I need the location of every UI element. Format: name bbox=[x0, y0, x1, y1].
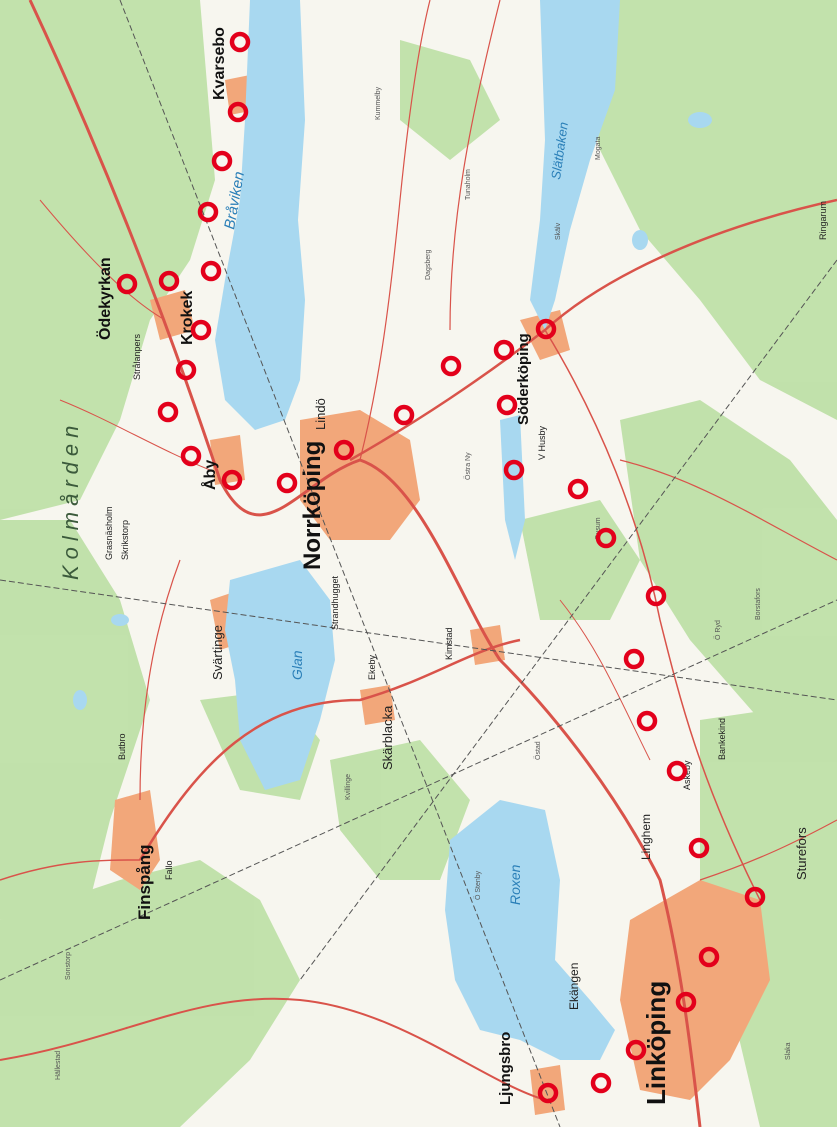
route-marker[interactable] bbox=[175, 359, 197, 381]
place-label-ljungsbro: Ljungsbro bbox=[497, 1032, 514, 1105]
town-label-skrikstorp: Skrikstorp bbox=[120, 520, 130, 560]
place-label-finspang: Finspång bbox=[135, 844, 154, 920]
route-marker[interactable] bbox=[625, 1039, 647, 1061]
town-label-svartinge: Svärtinge bbox=[210, 625, 225, 680]
svg-text:Slaka: Slaka bbox=[785, 1042, 792, 1060]
svg-text:Kvillinge: Kvillinge bbox=[345, 774, 352, 800]
glan-label: Glan bbox=[289, 650, 305, 680]
route-marker[interactable] bbox=[276, 472, 298, 494]
route-marker[interactable] bbox=[200, 260, 222, 282]
route-marker[interactable] bbox=[158, 270, 180, 292]
svg-text:Kummelby: Kummelby bbox=[375, 86, 382, 120]
svg-text:Gusum: Gusum bbox=[595, 517, 602, 540]
route-marker[interactable] bbox=[623, 648, 645, 670]
town-label-butbro: Butbro bbox=[117, 733, 127, 760]
route-marker[interactable] bbox=[190, 319, 212, 341]
town-label-stralanpers: Strålanpers bbox=[132, 333, 142, 380]
route-marker[interactable] bbox=[440, 355, 462, 377]
town-label-grasnaholm: Grasnäsholm bbox=[104, 506, 114, 560]
slatbaken-water bbox=[530, 0, 620, 330]
svg-text:Östad: Östad bbox=[534, 741, 542, 760]
town-labels: Svärtinge Skärblacka Lindö Ekängen Lingh… bbox=[104, 201, 828, 1010]
place-label-soderkoping: Söderköping bbox=[515, 333, 532, 425]
route-marker[interactable] bbox=[567, 478, 589, 500]
town-label-sturefors: Sturefors bbox=[794, 827, 809, 880]
place-label-linkoping: Linköping bbox=[641, 981, 671, 1105]
route-marker[interactable] bbox=[666, 760, 688, 782]
route-marker[interactable] bbox=[227, 101, 249, 123]
place-label-norrkoping: Norrköping bbox=[299, 441, 326, 570]
town-label-ekangen: Ekängen bbox=[567, 963, 581, 1010]
svg-text:Sonstorp: Sonstorp bbox=[65, 952, 72, 980]
route-marker[interactable] bbox=[496, 394, 518, 416]
region-label-kolmarden: Kolmården bbox=[58, 420, 83, 580]
major-labels: Norrköping Linköping Finspång Söderköpin… bbox=[95, 27, 671, 1105]
route-marker[interactable] bbox=[744, 886, 766, 908]
route-marker[interactable] bbox=[116, 273, 138, 295]
route-marker[interactable] bbox=[221, 469, 243, 491]
town-label-skarblacka: Skärblacka bbox=[380, 705, 395, 770]
route-marker[interactable] bbox=[493, 339, 515, 361]
svg-text:Borstafors: Borstafors bbox=[755, 588, 762, 620]
route-marker[interactable] bbox=[503, 459, 525, 481]
route-marker[interactable] bbox=[698, 946, 720, 968]
water-bodies bbox=[73, 0, 712, 1060]
route-marker[interactable] bbox=[590, 1072, 612, 1094]
svg-text:Tunaholm: Tunaholm bbox=[465, 169, 472, 200]
svg-text:Ö Ryd: Ö Ryd bbox=[714, 620, 722, 640]
town-label-askeby: Askeby bbox=[682, 760, 692, 790]
route-marker[interactable] bbox=[688, 837, 710, 859]
route-markers bbox=[116, 31, 766, 1104]
place-label-kvarsebo: Kvarsebo bbox=[211, 27, 228, 100]
route-marker[interactable] bbox=[675, 991, 697, 1013]
map-minor-text: Kummelby Dagsberg Tunaholm Mogata Ö Ryd … bbox=[55, 86, 792, 1080]
route-marker[interactable] bbox=[157, 401, 179, 423]
town-label-linghem: Linghem bbox=[639, 814, 653, 860]
svg-text:Ö Stenby: Ö Stenby bbox=[474, 870, 482, 900]
town-label-bankekind: Bankekind bbox=[717, 718, 727, 760]
glan-water bbox=[225, 560, 335, 790]
svg-text:Östra Ny: Östra Ny bbox=[464, 452, 472, 480]
route-marker[interactable] bbox=[393, 404, 415, 426]
route-marker[interactable] bbox=[211, 150, 233, 172]
route-marker[interactable] bbox=[537, 1082, 559, 1104]
town-label-strandhugget: Strandhugget bbox=[330, 575, 340, 630]
town-label-ekeby: Ekeby bbox=[367, 654, 377, 680]
route-marker[interactable] bbox=[197, 201, 219, 223]
route-marker[interactable] bbox=[229, 31, 251, 53]
route-marker[interactable] bbox=[636, 710, 658, 732]
svg-text:Dagsberg: Dagsberg bbox=[425, 250, 432, 280]
roxen-water bbox=[445, 800, 615, 1060]
svg-text:Hällestad: Hällestad bbox=[55, 1051, 62, 1080]
route-marker[interactable] bbox=[535, 318, 557, 340]
route-marker[interactable] bbox=[595, 527, 617, 549]
place-label-aby: Åby bbox=[200, 460, 219, 490]
svg-text:Skälv: Skälv bbox=[555, 222, 562, 240]
town-label-fallo: Fallo bbox=[164, 860, 174, 880]
town-label-ringarum: Ringarum bbox=[818, 201, 828, 240]
route-marker[interactable] bbox=[333, 439, 355, 461]
town-label-lindo: Lindö bbox=[313, 398, 328, 430]
route-marker[interactable] bbox=[180, 445, 202, 467]
svg-text:Mogata: Mogata bbox=[595, 137, 602, 160]
town-label-vhusby: V Husby bbox=[537, 425, 547, 460]
roxen-label: Roxen bbox=[507, 864, 523, 905]
place-label-odekyrkan: Ödekyrkan bbox=[95, 257, 114, 340]
town-label-kimstad: Kimstad bbox=[444, 627, 454, 660]
route-marker[interactable] bbox=[645, 585, 667, 607]
